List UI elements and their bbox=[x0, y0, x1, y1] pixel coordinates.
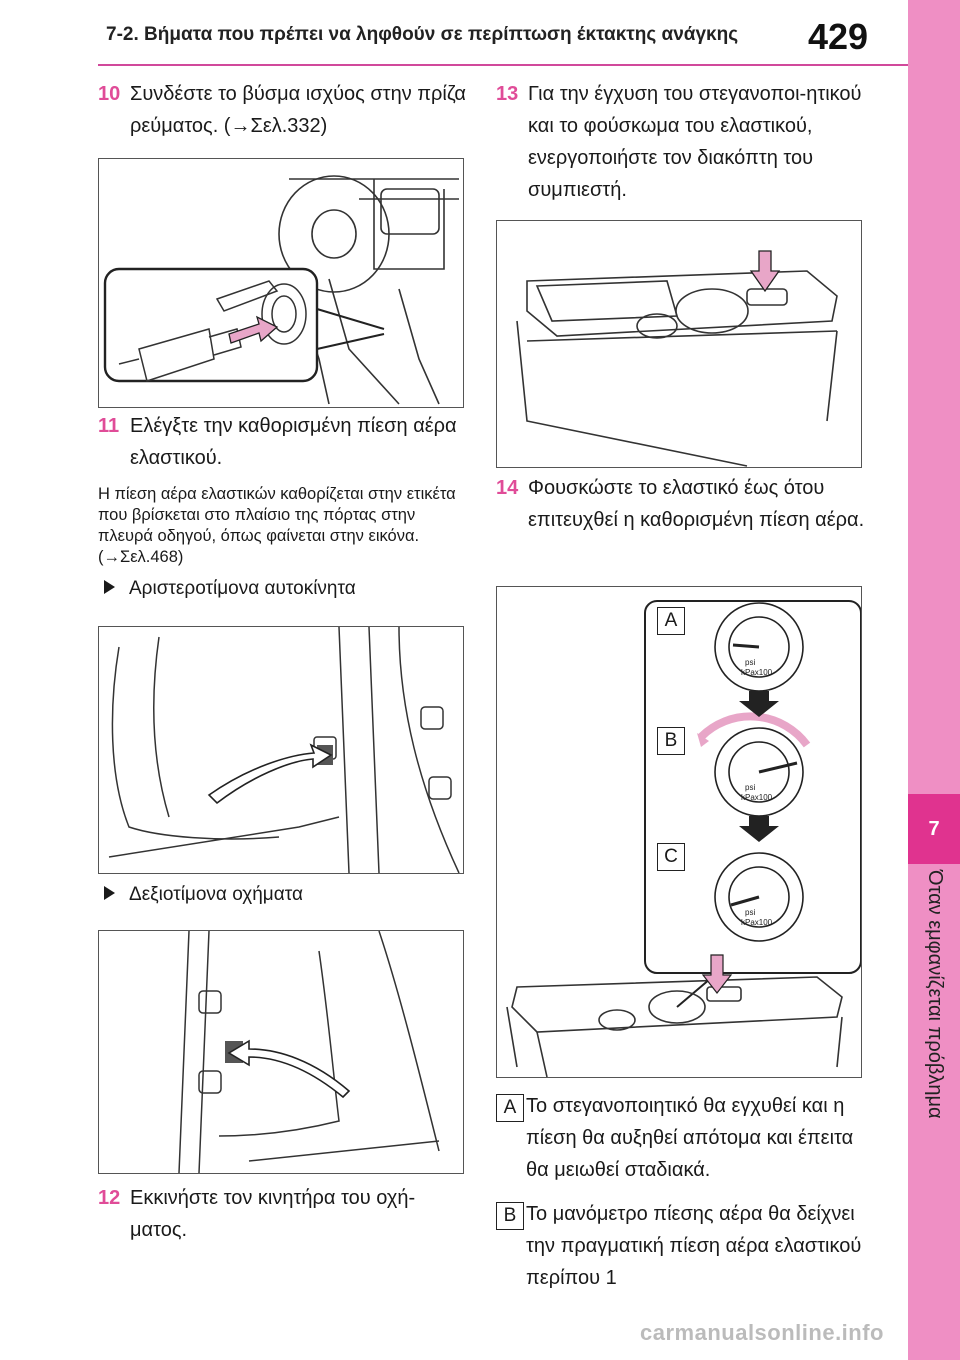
chapter-vertical-title: Όταν εμφανίζεται πρόβλημα bbox=[908, 870, 960, 1170]
door-label-rhd-figure bbox=[98, 930, 464, 1174]
gauge-a-unit-kpa: kPax100 bbox=[741, 668, 773, 677]
step-text: Εκκινήστε τον κινητήρα του οχή-ματος. bbox=[130, 1187, 416, 1241]
watermark: carmanualsonline.info bbox=[640, 1320, 884, 1345]
page-number: 429 bbox=[808, 16, 869, 57]
compressor-switch-figure bbox=[496, 220, 862, 468]
bullet-triangle-icon bbox=[104, 579, 115, 594]
pressure-gauge-figure: psi kPax100 psi kPax100 psi kPax100 A B … bbox=[496, 586, 862, 1078]
door-label-lhd-illustration bbox=[108, 627, 460, 873]
door-label-lhd-figure bbox=[98, 626, 464, 874]
bullet-triangle-icon bbox=[104, 885, 115, 900]
step-number: 12 bbox=[98, 1187, 121, 1209]
gauge-label-c: C bbox=[657, 843, 685, 871]
desc-a-text: Το στεγανοποιητικό θα εγχυθεί και η πίεσ… bbox=[526, 1095, 854, 1181]
step-number: 13 bbox=[496, 83, 519, 105]
step-number: 11 bbox=[98, 415, 120, 437]
power-plug-figure bbox=[98, 158, 464, 408]
gauge-c-unit-kpa: kPax100 bbox=[741, 918, 773, 927]
step-number: 14 bbox=[496, 477, 519, 499]
page-header: 7-2. Βήματα που πρέπει να ληφθούν σε περ… bbox=[0, 0, 908, 62]
power-plug-illustration bbox=[103, 175, 459, 405]
step-text: Ελέγξτε την καθορισμένη πίεση αέρα ελαστ… bbox=[130, 415, 457, 469]
desc-b-text: Το μανόμετρο πίεσης αέρα θα δείχνει την … bbox=[526, 1203, 862, 1289]
compressor-switch-illustration bbox=[516, 250, 838, 467]
chapter-side-tab[interactable]: 7 Όταν εμφανίζεται πρόβλημα bbox=[908, 0, 960, 1360]
bullet-right-drive: Δεξιοτίμονα οχήματα bbox=[104, 884, 303, 906]
pressure-gauge-illustration: psi kPax100 psi kPax100 psi kPax100 bbox=[506, 600, 861, 1077]
step-text: Συνδέστε το βύσμα ισχύος στην πρίζα ρεύμ… bbox=[130, 83, 466, 137]
bullet-text: Αριστεροτίμονα αυτοκίνητα bbox=[129, 578, 356, 599]
gauge-label-b: B bbox=[657, 727, 685, 755]
gauge-b-unit-psi: psi bbox=[745, 783, 755, 792]
door-label-rhd-illustration bbox=[178, 931, 440, 1173]
desc-a-label: A bbox=[496, 1094, 524, 1122]
chapter-number: 7 bbox=[908, 794, 960, 864]
gauge-label-a: A bbox=[657, 607, 685, 635]
header-divider bbox=[98, 64, 908, 66]
desc-b-label: B bbox=[496, 1202, 524, 1230]
chapter-vertical-text: Όταν εμφανίζεται πρόβλημα bbox=[924, 870, 946, 1119]
gauge-a-unit-psi: psi bbox=[745, 658, 755, 667]
step-text: Φουσκώστε το ελαστικό έως ότου επιτευχθε… bbox=[528, 477, 865, 531]
gauge-b-unit-kpa: kPax100 bbox=[741, 793, 773, 802]
step-number: 10 bbox=[98, 83, 121, 105]
step-text: Για την έγχυση του στεγανοποι-ητικού και… bbox=[528, 83, 862, 201]
section-title: 7-2. Βήματα που πρέπει να ληφθούν σε περ… bbox=[106, 24, 739, 45]
gauge-c-unit-psi: psi bbox=[745, 908, 755, 917]
bullet-text: Δεξιοτίμονα οχήματα bbox=[129, 884, 303, 905]
tire-pressure-note: Η πίεση αέρα ελαστικών καθορίζεται στην … bbox=[98, 485, 456, 566]
bullet-left-drive: Αριστεροτίμονα αυτοκίνητα bbox=[104, 578, 356, 600]
